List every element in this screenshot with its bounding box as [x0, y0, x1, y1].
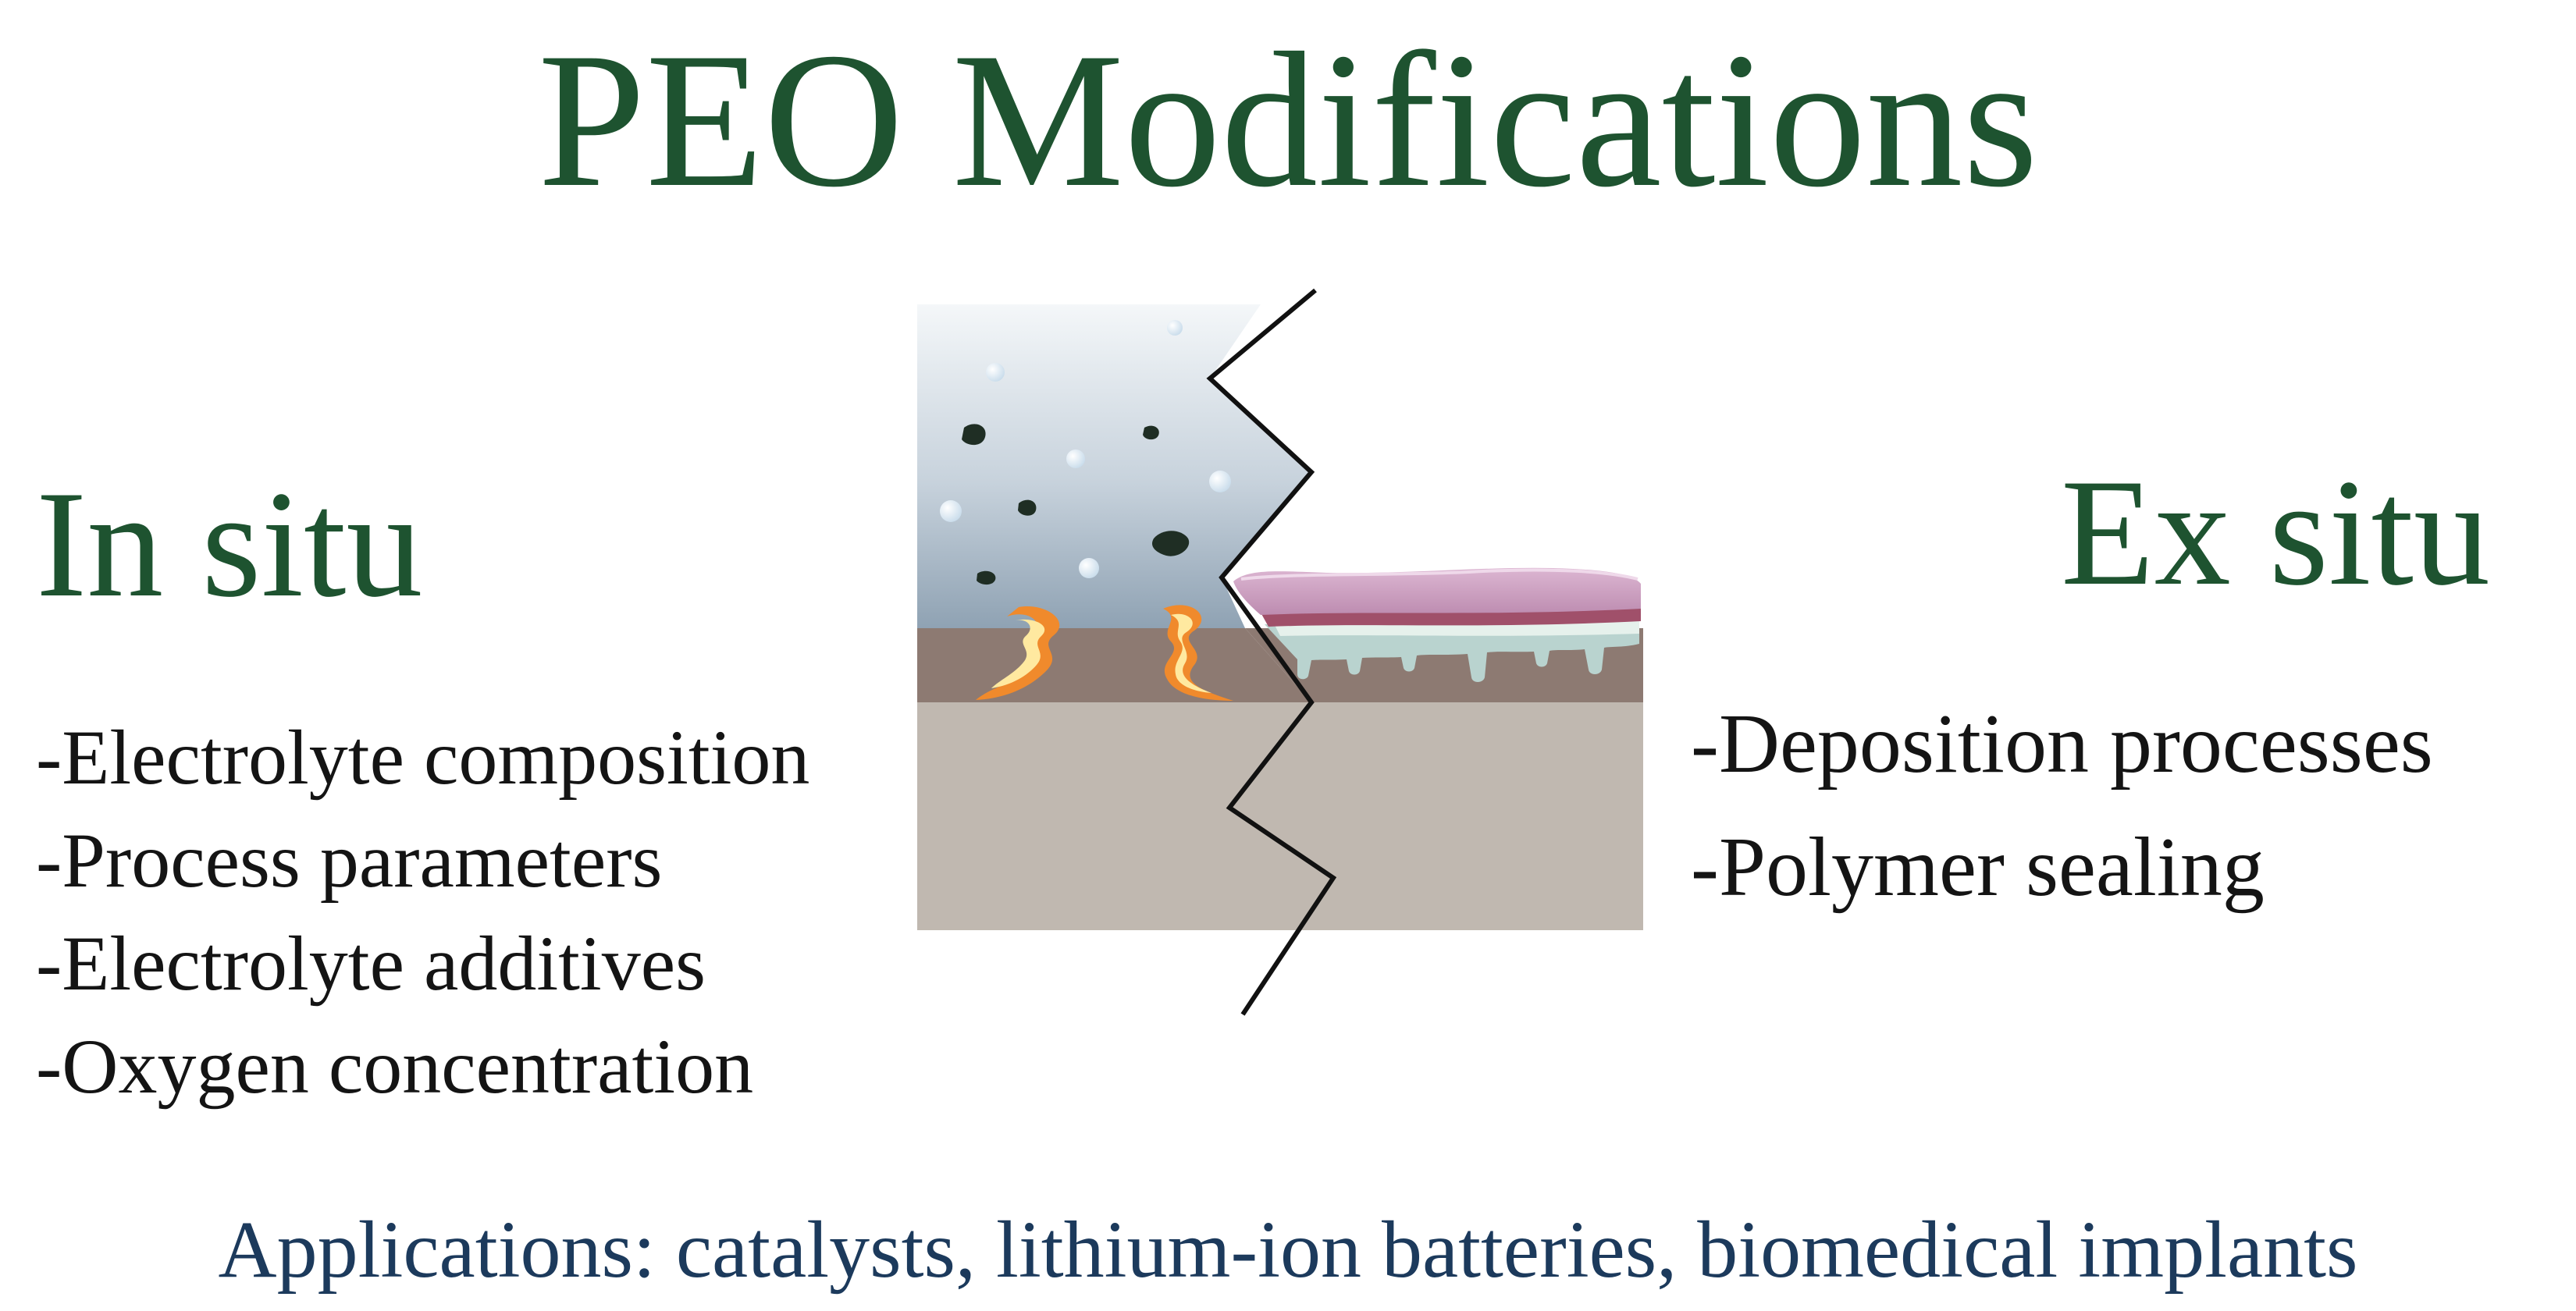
polymer-coating	[1233, 567, 1641, 682]
bubble-icon	[1209, 471, 1231, 492]
ex-situ-list: -Deposition processes -Polymer sealing	[1691, 683, 2433, 929]
substrate	[917, 702, 1643, 930]
page-title: PEO Modifications	[538, 12, 2038, 227]
particle-icon	[977, 570, 996, 585]
list-item: -Oxygen concentration	[36, 1023, 754, 1110]
bubble-icon	[986, 363, 1005, 382]
particles	[962, 424, 1190, 585]
particle-icon	[1018, 499, 1037, 516]
bubble-icon	[1079, 558, 1099, 578]
bubble-icon	[1167, 320, 1183, 336]
particle-icon	[1151, 531, 1190, 556]
particle-icon	[962, 424, 986, 446]
particle-icon	[1143, 425, 1159, 440]
bubble-icon	[1066, 449, 1085, 468]
applications-footer: Applications: catalysts, lithium-ion bat…	[218, 1205, 2358, 1295]
list-item: -Process parameters	[36, 817, 663, 904]
gas-bubbles	[940, 320, 1231, 578]
separator-zigzag	[1206, 288, 1337, 1016]
discharge-spark-icon	[976, 606, 1060, 700]
electrolyte-region	[917, 304, 1311, 628]
list-item: -Electrolyte composition	[36, 714, 810, 801]
in-situ-list: -Electrolyte composition -Process parame…	[36, 706, 809, 1118]
oxide-layer-left	[917, 628, 1311, 702]
bubble-icon	[940, 500, 962, 522]
list-item: -Deposition processes	[1691, 698, 2433, 791]
list-item: -Electrolyte additives	[36, 920, 706, 1007]
in-situ-heading: In situ	[36, 460, 423, 629]
list-item: -Polymer sealing	[1691, 821, 2265, 914]
ex-situ-heading: Ex situ	[2061, 448, 2490, 617]
discharge-spark-icon	[1163, 605, 1233, 701]
